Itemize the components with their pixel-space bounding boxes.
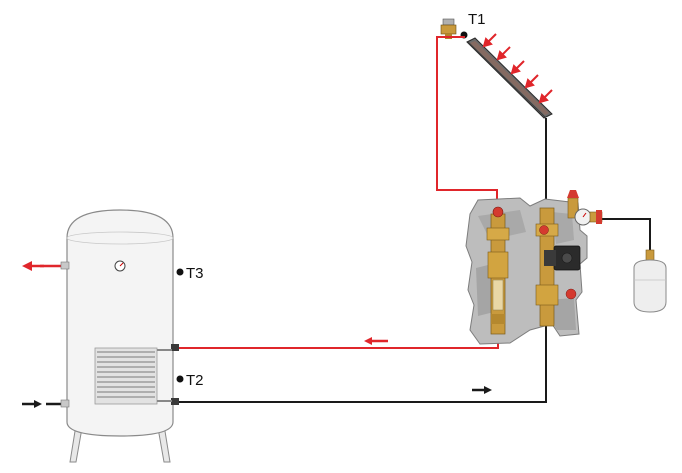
sunlight-arrow-icon [482, 33, 553, 104]
cold-water-inlet-arrow [22, 400, 66, 408]
sensor-t3-dot [176, 268, 184, 276]
pump-station-icon [465, 190, 603, 345]
expansion-vessel-icon [633, 249, 667, 313]
sensor-t3-label: T3 [186, 265, 204, 282]
flow-arrow-cold [472, 386, 492, 394]
sensor-t1-label: T1 [468, 11, 486, 28]
hot-flow-line [172, 36, 499, 349]
thermometer-gauge-icon [114, 260, 126, 272]
hot-water-outlet-arrow [22, 261, 66, 271]
heat-exchanger-coil-icon [94, 347, 172, 405]
cold-return-line [172, 118, 651, 403]
solar-collector-icon [466, 37, 553, 119]
storage-tank-icon [60, 209, 179, 463]
sensor-t2-dot [176, 375, 184, 383]
sensor-t2-label: T2 [186, 372, 204, 389]
flow-arrow-hot [364, 337, 388, 345]
